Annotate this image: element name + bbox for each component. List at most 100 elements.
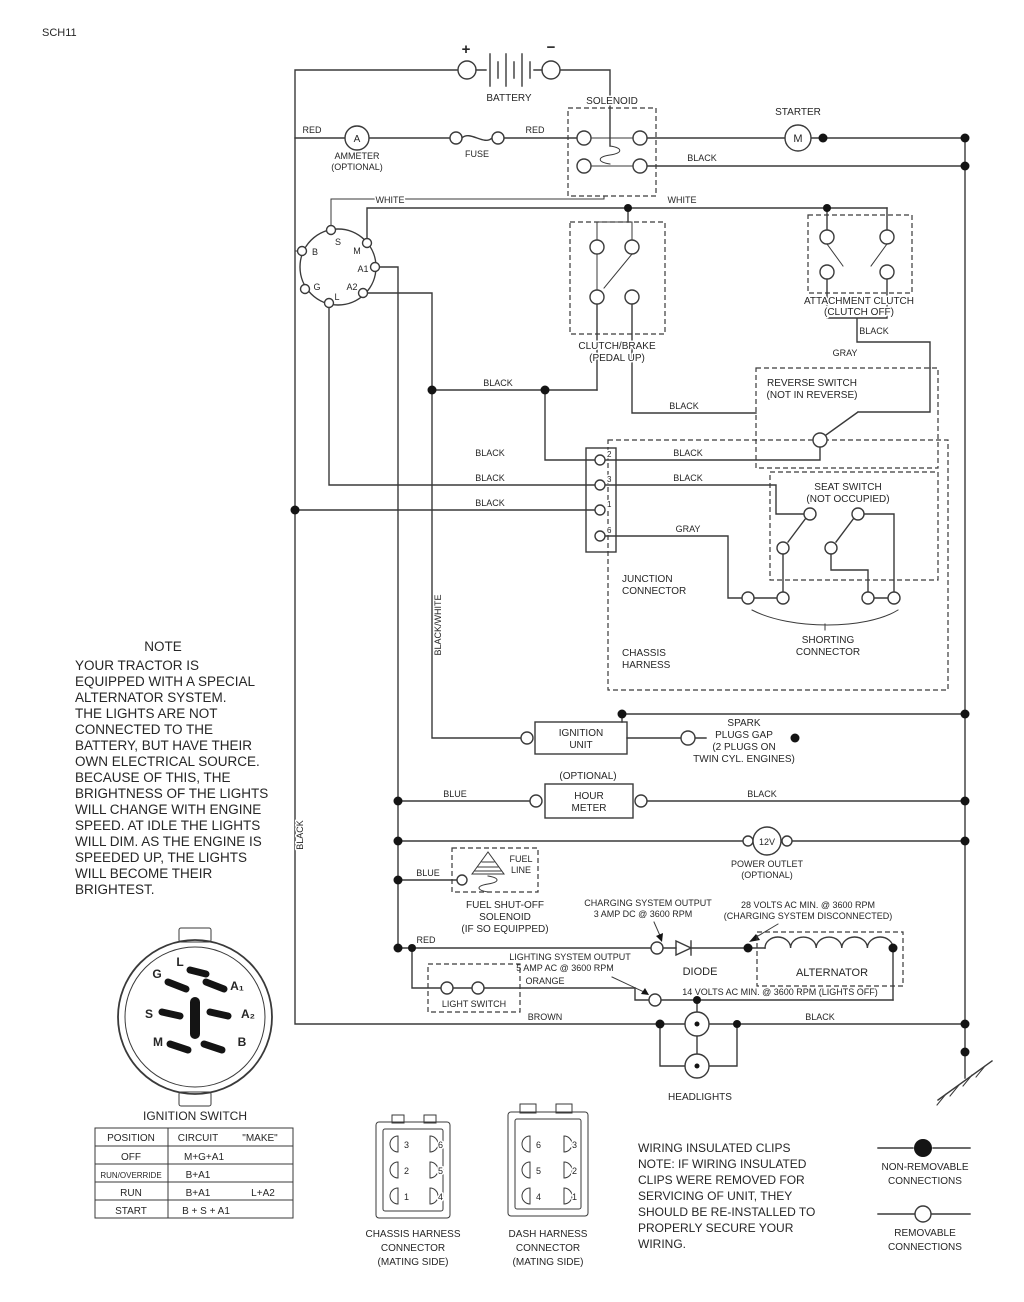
terminal-a2: A2 [346,282,357,292]
hour-meter: (OPTIONAL) HOUR METER [529,770,648,819]
wire-runs [294,69,966,1079]
fuel-line-label2: LINE [511,865,531,875]
arrow-volts28 [749,934,760,942]
wire-label-black: BLACK [475,473,505,483]
charging-system: CHARGING SYSTEM OUTPUT 3 AMP DC @ 3600 R… [583,897,904,987]
note-line: BRIGHTEST. [75,882,155,897]
wire-label-blue: BLUE [416,868,440,878]
ignition-switch-detail-label: IGNITION SWITCH [143,1109,247,1123]
light-switch-label: LIGHT SWITCH [442,999,506,1009]
alternator-label: ALTERNATOR [796,967,868,979]
note-line: CONNECTED TO THE [75,722,213,737]
ignition-unit-label1: IGNITION [559,728,603,739]
clutch-brake-sub: (PEDAL UP) [589,353,645,364]
wire-label-red: RED [416,935,436,945]
junction-pin-1: 1 [607,500,612,509]
battery-minus: − [547,39,556,56]
battery-label: BATTERY [486,93,532,104]
detail-terminal-s: S [145,1007,153,1021]
charging-output-label2: 3 AMP DC @ 3600 RPM [594,909,693,919]
removable-connection-symbol [914,1205,932,1223]
table-cell: RUN/OVERRIDE [100,1171,161,1180]
ignition-unit-label2: UNIT [569,740,592,751]
chassis-pin: 2 [404,1166,409,1176]
power-outlet: 12V POWER OUTLET (OPTIONAL) [729,826,805,882]
note-line: OWN ELECTRICAL SOURCE. [75,754,260,769]
clips-note-line: NOTE: IF WIRING INSULATED [638,1157,807,1171]
chassis-connector-label2: CONNECTOR [381,1243,445,1254]
junction-label2: CONNECTOR [622,586,686,597]
dash-pin: 1 [572,1192,577,1202]
starter: STARTER M [774,106,822,152]
shorting-connector: SHORTING CONNECTOR [741,591,901,660]
starter-motor-symbol: M [793,133,802,145]
dash-pin: 5 [536,1166,541,1176]
terminal-a1: A1 [357,264,368,274]
terminal-g: G [313,282,320,292]
fuel-shutoff-solenoid: FUEL LINE FUEL SHUT-OFF SOLENOID (IF SO … [451,847,550,937]
lighting-system: LIGHTING SYSTEM OUTPUT 5 AMP AC @ 3600 R… [427,951,879,1013]
wire-label-orange: ORANGE [525,976,564,986]
clips-note-line: CLIPS WERE REMOVED FOR [638,1173,805,1187]
wire-label-black: BLACK [805,1012,835,1022]
clips-note-line: WIRING INSULATED CLIPS [638,1141,790,1155]
wire-label-black-white: BLACK/WHITE [433,594,443,655]
wire-label-brown: BROWN [528,1012,563,1022]
chassis-pin: 3 [404,1140,409,1150]
attachment-clutch-sub: (CLUTCH OFF) [824,307,894,318]
wire-label-gray: GRAY [833,348,858,358]
diode-label: DIODE [683,966,718,978]
wire-label-white: WHITE [376,195,405,205]
note-title: NOTE [144,639,182,654]
chassis-pin: 4 [438,1192,443,1202]
wire-label-blue: BLUE [443,789,467,799]
dash-pin: 6 [536,1140,541,1150]
detail-terminal-l: L [176,955,183,969]
ignition-unit: IGNITION UNIT [520,721,696,755]
battery-plus: + [462,41,471,58]
key-mark-a2 [206,1008,232,1020]
note-block: NOTE YOUR TRACTOR IS EQUIPPED WITH A SPE… [74,638,270,899]
wire-label-black: BLACK [687,153,717,163]
junction-pin-2: 2 [607,450,612,459]
dash-harness-connector: 6 3 5 2 4 1 DASH HARNESS CONNECTOR (MATI… [507,1103,589,1270]
ammeter-optional: (OPTIONAL) [331,162,383,172]
wire-label-black: BLACK [859,326,889,336]
chassis-connector-label3: (MATING SIDE) [378,1257,449,1268]
detail-terminal-b: B [238,1035,247,1049]
sheet-id: SCH11 [42,27,77,39]
table-header-circuit: CIRCUIT [178,1133,219,1144]
table-header-make: "MAKE" [242,1133,278,1144]
note-line: THE LIGHTS ARE NOT [75,706,218,721]
wire-label-white: WHITE [668,195,697,205]
table-cell: B + S + A1 [182,1206,230,1217]
detail-terminal-a2: A₂ [241,1007,255,1021]
legend-removable-line2: CONNECTIONS [888,1242,962,1253]
table-cell: OFF [121,1152,141,1163]
lighting-output-label2: 5 AMP AC @ 3600 RPM [516,963,614,973]
spark-label2: PLUGS GAP [715,730,773,741]
position-table: POSITION CIRCUIT "MAKE" OFF M+G+A1 RUN/O… [94,1127,294,1219]
attachment-clutch-label: ATTACHMENT CLUTCH [804,296,914,307]
solenoid: SOLENOID [567,95,657,197]
spark-label3: (2 PLUGS ON [712,742,775,753]
fuse-label: FUSE [465,149,489,159]
wire-label-black: BLACK [475,498,505,508]
dash-connector-label2: CONNECTOR [516,1243,580,1254]
ground-symbol [936,1060,993,1106]
terminal-m: M [353,246,361,256]
attachment-clutch: ATTACHMENT CLUTCH (CLUTCH OFF) [803,214,916,320]
note-line: WILL BECOME THEIR [75,866,213,881]
chassis-pin: 6 [438,1140,443,1150]
shorting-connector-label2: CONNECTOR [796,647,860,658]
charging-output-label1: CHARGING SYSTEM OUTPUT [584,898,712,908]
table-header-position: POSITION [107,1133,155,1144]
key-mark-a1 [202,978,228,993]
diode-symbol [675,939,693,957]
volts28-label2: (CHARGING SYSTEM DISCONNECTED) [724,911,893,921]
connections-legend: NON-REMOVABLE CONNECTIONS REMOVABLE CONN… [877,1139,971,1255]
junction-connector: 2 3 1 6 JUNCTION CONNECTOR [585,447,688,599]
wire-label-black: BLACK [483,378,513,388]
